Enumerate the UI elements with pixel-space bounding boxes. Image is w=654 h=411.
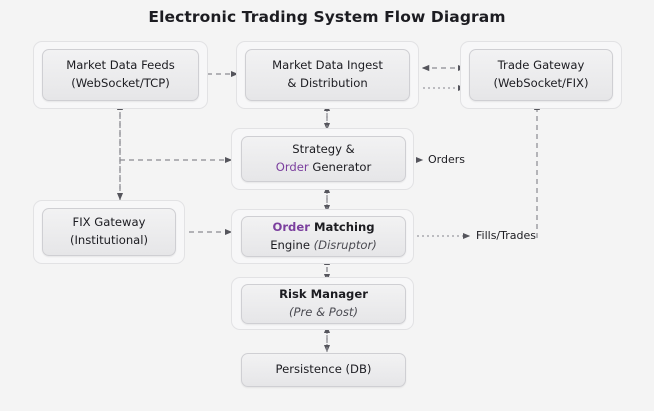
node-strategy-line2: Order Generator — [276, 159, 372, 177]
node-market-data-feeds-line1: Market Data Feeds — [66, 58, 175, 73]
node-fix-gateway[interactable]: FIX Gateway (Institutional) — [42, 208, 176, 256]
node-persistence[interactable]: Persistence (DB) — [241, 353, 406, 387]
node-risk-manager-line2: (Pre & Post) — [288, 305, 359, 319]
node-market-data-ingest[interactable]: Market Data Ingest & Distribution — [245, 49, 410, 101]
node-matching-line2-main: Engine — [270, 237, 314, 252]
node-strategy-rest: Generator — [308, 160, 372, 174]
node-risk-manager-line1: Risk Manager — [279, 287, 368, 302]
page-title: Electronic Trading System Flow Diagram — [148, 8, 506, 26]
edge-label-fills-trades: Fills/Trades — [476, 229, 536, 242]
node-persistence-line1: Persistence (DB) — [275, 362, 372, 377]
node-matching-line2-italic: (Disruptor) — [313, 237, 377, 252]
node-market-data-ingest-line2: & Distribution — [287, 76, 368, 90]
node-matching-accent-word: Order — [272, 219, 310, 234]
node-trade-gateway-line1: Trade Gateway — [497, 58, 585, 73]
node-strategy-accent-word: Order — [275, 160, 309, 174]
node-trade-gateway-line2: (WebSocket/FIX) — [493, 76, 589, 90]
node-strategy-line1: Strategy & — [292, 142, 355, 157]
node-market-data-ingest-line1: Market Data Ingest — [272, 58, 383, 73]
node-strategy-order-generator[interactable]: Strategy & Order Generator — [241, 136, 406, 182]
node-market-data-feeds[interactable]: Market Data Feeds (WebSocket/TCP) — [42, 49, 199, 101]
node-matching-rest: Matching — [309, 219, 375, 234]
node-trade-gateway[interactable]: Trade Gateway (WebSocket/FIX) — [469, 49, 613, 101]
node-matching-line2: Engine (Disruptor) — [270, 237, 377, 255]
node-matching-line1: Order Matching — [272, 219, 374, 237]
node-fix-gateway-line1: FIX Gateway — [72, 215, 146, 230]
edge-label-orders: Orders — [428, 153, 465, 166]
node-order-matching-engine[interactable]: Order Matching Engine (Disruptor) — [241, 216, 406, 257]
node-risk-manager[interactable]: Risk Manager (Pre & Post) — [241, 284, 406, 324]
node-market-data-feeds-line2: (WebSocket/TCP) — [71, 76, 170, 90]
node-fix-gateway-line2: (Institutional) — [69, 233, 149, 247]
